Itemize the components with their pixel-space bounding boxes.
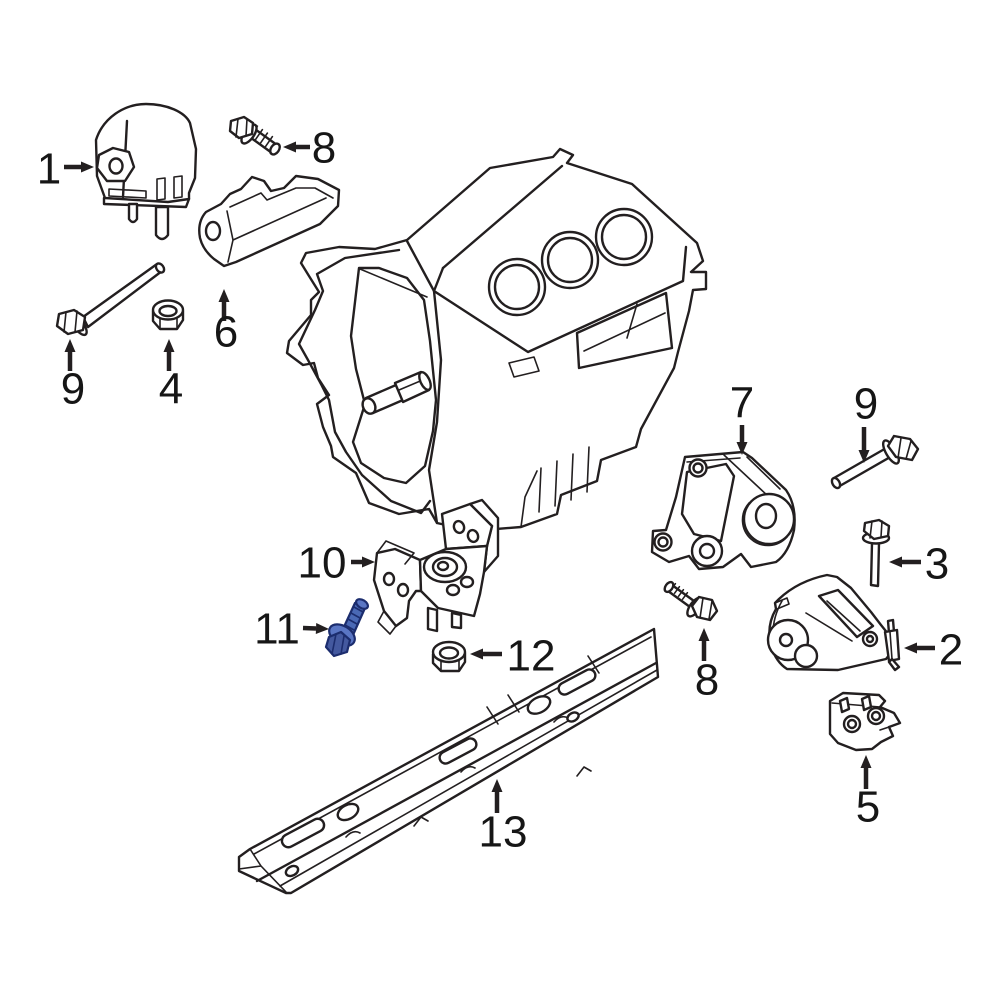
callout-arrowhead [163,339,175,352]
callout-13[interactable]: 13 [479,779,528,857]
callout-arrowhead [81,161,94,173]
callout-number-9[interactable]: 9 [61,365,85,414]
callout-arrowhead [904,642,917,654]
callout-number-1[interactable]: 1 [37,145,61,194]
callout-9[interactable]: 9 [61,339,85,414]
callout-arrowhead [858,450,870,463]
callout-number-10[interactable]: 10 [298,539,347,588]
callout-arrowhead [283,141,296,153]
callout-8[interactable]: 8 [283,124,336,173]
engine-block-illustration [285,147,708,533]
callout-3[interactable]: 3 [889,540,949,589]
part-2-engine-mount-right[interactable] [766,573,901,672]
callout-number-8[interactable]: 8 [695,656,719,705]
callout-number-7[interactable]: 7 [730,379,754,428]
callout-arrowhead [491,779,503,792]
part-8-bolt-upper[interactable] [228,115,282,156]
callout-arrowhead [64,339,76,352]
part-9-bolt-left[interactable] [55,262,166,338]
callout-number-5[interactable]: 5 [856,783,880,832]
part-12-nut[interactable] [431,640,467,673]
callout-number-12[interactable]: 12 [507,632,556,681]
callout-6[interactable]: 6 [214,289,238,357]
callout-number-6[interactable]: 6 [214,308,238,357]
callout-number-11[interactable]: 11 [254,605,300,654]
callout-number-8[interactable]: 8 [312,124,336,173]
part-9-bolt-right[interactable] [830,434,920,490]
part-3-bolt[interactable] [861,518,891,588]
callout-number-2[interactable]: 2 [939,626,963,675]
callout-9[interactable]: 9 [854,380,878,464]
callout-11[interactable]: 11 [254,605,329,654]
callout-arrowhead [470,648,483,660]
part-5-bracket[interactable] [828,691,902,752]
part-4-nut[interactable] [151,299,185,331]
callout-10[interactable]: 10 [298,539,375,588]
callout-number-13[interactable]: 13 [479,808,528,857]
callout-arrowhead [315,623,329,634]
part-11-bolt-highlighted[interactable] [324,597,370,658]
callout-arrowhead [218,289,230,302]
callout-arrowhead [736,442,748,455]
callout-2[interactable]: 2 [904,626,963,675]
callout-8[interactable]: 8 [695,628,719,705]
callout-1[interactable]: 1 [37,145,94,194]
callout-layer: 1 8 6 9 4 7 9 3 2 8 5 10 11 12 13 [37,124,963,857]
callout-arrowhead [889,556,902,568]
callout-arrowhead [362,556,375,568]
part-6-engine-mount-bracket[interactable] [198,174,341,268]
callout-arrow-line [302,625,317,631]
callout-5[interactable]: 5 [856,755,880,832]
part-8-bolt-right[interactable] [663,580,719,622]
callout-arrowhead [698,628,710,641]
part-7-bracket-right[interactable] [650,450,796,571]
callout-number-9[interactable]: 9 [854,380,878,429]
callout-7[interactable]: 7 [730,379,754,456]
callout-4[interactable]: 4 [159,339,183,414]
callout-number-3[interactable]: 3 [925,540,949,589]
part-1-engine-mount[interactable] [94,102,198,241]
callout-number-4[interactable]: 4 [159,365,183,414]
part-10-transmission-mount[interactable] [372,498,500,635]
callout-arrowhead [860,755,872,768]
callout-12[interactable]: 12 [470,632,555,681]
part-13-crossmember[interactable] [237,627,660,895]
